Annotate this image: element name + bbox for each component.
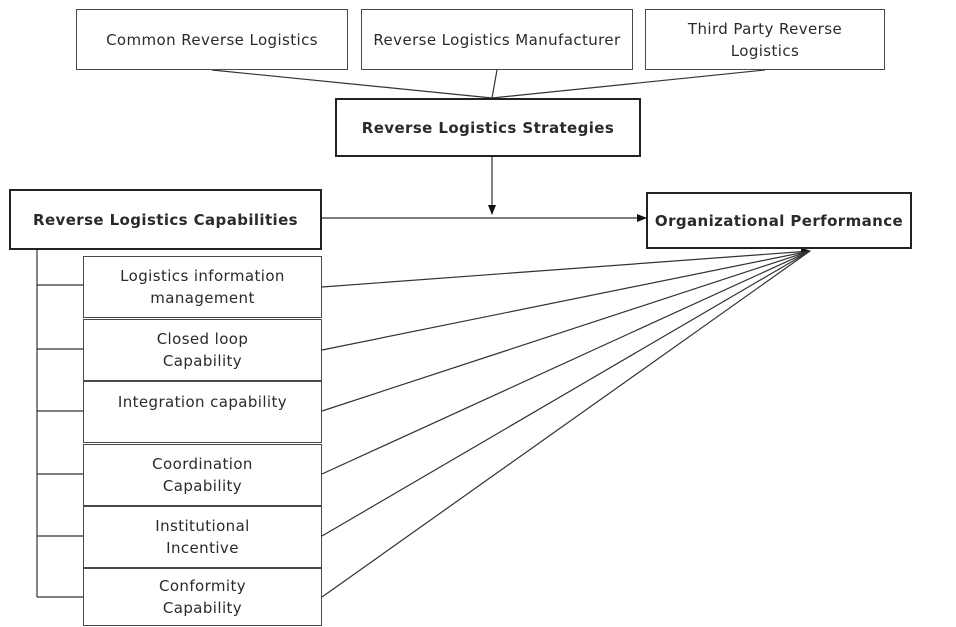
strategy-label-third-party: Third Party Reverse Logistics xyxy=(687,19,843,60)
performance-label: Organizational Performance xyxy=(654,211,904,230)
fan-line-3 xyxy=(321,250,811,412)
capability-label: Integration capability xyxy=(117,393,288,411)
fan-line-4 xyxy=(321,250,811,475)
strategy-label-manufacturer: Reverse Logistics Manufacturer xyxy=(373,30,621,49)
capability-box-institutional-incentive: Institutional Incentive xyxy=(83,506,322,568)
capability-label: Conformity Capability xyxy=(158,577,247,617)
capability-box-integration: Integration capability xyxy=(83,381,322,443)
capability-label: Institutional Incentive xyxy=(155,517,250,557)
fan-line-2 xyxy=(321,250,811,351)
connector-thirdparty-to-strategies xyxy=(491,69,766,99)
strategies-label: Reverse Logistics Strategies xyxy=(361,118,615,137)
strategy-label-common: Common Reverse Logistics xyxy=(106,30,318,49)
capability-box-closed-loop: Closed loop Capability xyxy=(83,319,322,381)
performance-box: Organizational Performance xyxy=(646,192,912,249)
capability-label: Coordination Capability xyxy=(152,455,253,495)
fan-line-6 xyxy=(321,250,811,598)
strategy-box-common: Common Reverse Logistics xyxy=(76,9,348,70)
strategy-box-third-party: Third Party Reverse Logistics xyxy=(645,9,885,70)
capability-label: Closed loop Capability xyxy=(156,330,249,370)
capability-label: Logistics information management xyxy=(120,267,285,307)
capability-box-information-management: Logistics information management xyxy=(83,256,322,318)
connector-common-to-strategies xyxy=(211,69,493,99)
strategy-box-manufacturer: Reverse Logistics Manufacturer xyxy=(361,9,633,70)
connector-manufacturer-to-strategies xyxy=(491,69,498,99)
capabilities-box: Reverse Logistics Capabilities xyxy=(9,189,322,250)
capability-box-conformity: Conformity Capability xyxy=(83,568,322,626)
capability-box-coordination: Coordination Capability xyxy=(83,444,322,506)
capabilities-label: Reverse Logistics Capabilities xyxy=(33,210,298,229)
fan-line-5 xyxy=(321,250,811,537)
fan-line-1 xyxy=(321,247,811,288)
strategies-box: Reverse Logistics Strategies xyxy=(335,98,641,157)
